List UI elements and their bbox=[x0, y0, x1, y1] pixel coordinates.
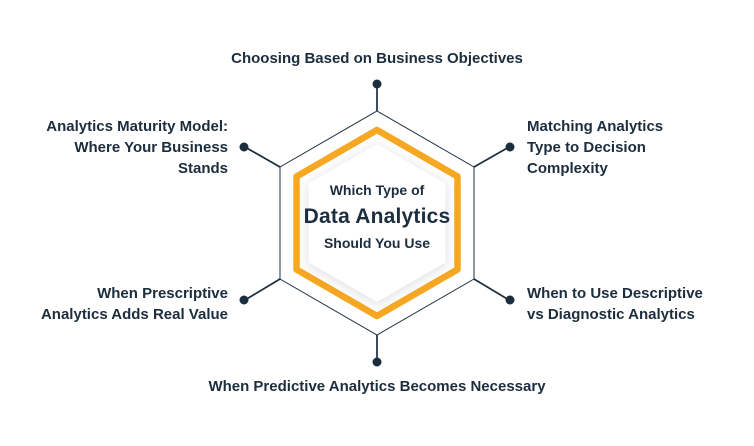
node-dot-bottom bbox=[372, 357, 382, 367]
outer-hexagon-outline bbox=[279, 110, 475, 336]
node-dot-upper-left bbox=[239, 142, 249, 152]
node-dot-top bbox=[372, 79, 382, 89]
node-label-bottom: When Predictive Analytics Becomes Necess… bbox=[208, 378, 546, 395]
node-dot-lower-left bbox=[239, 295, 249, 305]
spoke-line-upper-left bbox=[244, 146, 281, 168]
center-title: Which Type of Data Analytics Should You … bbox=[287, 181, 467, 252]
spoke-line-upper-right bbox=[473, 146, 510, 168]
spoke-line-lower-left bbox=[244, 278, 281, 301]
node-label-lower-left: When Prescriptive Analytics Adds Real Va… bbox=[40, 285, 228, 323]
node-label-top: Choosing Based on Business Objectives bbox=[231, 50, 523, 67]
node-label-upper-left: Analytics Maturity Model: Where Your Bus… bbox=[46, 118, 228, 177]
center-title-line2: Data Analytics bbox=[303, 205, 451, 228]
node-label-lower-right: When to Use Descriptive vs Diagnostic An… bbox=[527, 285, 703, 323]
center-title-line1: Which Type of bbox=[329, 182, 425, 198]
center-title-line3: Should You Use bbox=[323, 235, 431, 251]
spoke-line-lower-right bbox=[473, 278, 510, 301]
inner-hexagon bbox=[308, 144, 446, 302]
node-dot-lower-right bbox=[505, 295, 515, 305]
node-dot-upper-right bbox=[505, 142, 515, 152]
node-label-upper-right: Matching Analytics Type to Decision Comp… bbox=[527, 118, 664, 177]
